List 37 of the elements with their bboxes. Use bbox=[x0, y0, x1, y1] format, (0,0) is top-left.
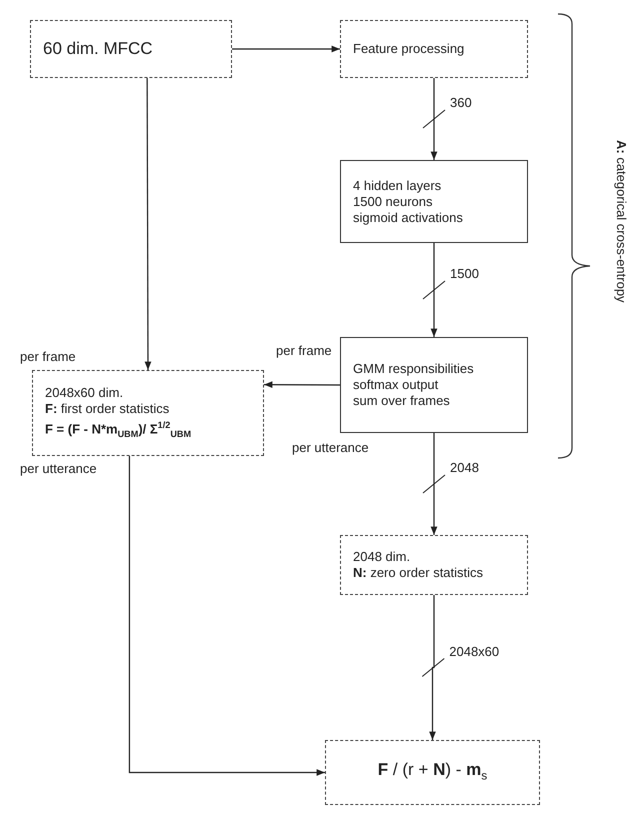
node-text: softmax output bbox=[353, 377, 440, 393]
edge-label: 2048 bbox=[448, 460, 481, 475]
edge-label: 1500 bbox=[448, 266, 481, 281]
process-box bbox=[340, 20, 528, 78]
arrow bbox=[128, 456, 325, 776]
caption-text: per utterance bbox=[20, 461, 97, 476]
node-text: N: zero order statistics bbox=[353, 565, 484, 581]
node-text: F: first order statistics bbox=[45, 400, 170, 417]
arrow bbox=[232, 46, 340, 52]
caption-text: per utterance bbox=[292, 440, 369, 455]
node-text: 1500 neurons bbox=[353, 194, 434, 210]
input-box bbox=[30, 20, 232, 78]
arrow bbox=[422, 595, 445, 740]
output-box bbox=[325, 740, 540, 805]
node-text: sum over frames bbox=[353, 393, 451, 409]
node-text: sigmoid activations bbox=[353, 210, 464, 226]
arrow bbox=[422, 433, 446, 535]
node-text: 2048x60 dim. bbox=[45, 384, 124, 401]
arrow bbox=[264, 381, 340, 388]
process-box bbox=[340, 535, 528, 595]
arrow bbox=[144, 78, 152, 370]
edge-label: 2048x60 bbox=[447, 644, 502, 658]
note-text: A: categorical cross-entropy bbox=[614, 140, 629, 303]
arrow bbox=[422, 243, 446, 337]
process-box bbox=[340, 337, 528, 433]
node-text: 4 hidden layers bbox=[353, 178, 442, 194]
node-text: 60 dim. MFCC bbox=[43, 39, 154, 59]
node-text: 2048 dim. bbox=[353, 549, 412, 565]
node-text: GMM responsibilities bbox=[353, 361, 475, 377]
edge-label: 360 bbox=[448, 95, 474, 110]
node-text: Feature processing bbox=[353, 41, 466, 57]
arrow bbox=[422, 78, 446, 160]
caption-text: per frame bbox=[20, 349, 76, 364]
caption-text: per frame bbox=[276, 343, 332, 358]
process-box bbox=[32, 370, 264, 456]
process-box bbox=[340, 160, 528, 243]
node-text: F / (r + N) - m$_{s}$ bbox=[378, 760, 488, 784]
